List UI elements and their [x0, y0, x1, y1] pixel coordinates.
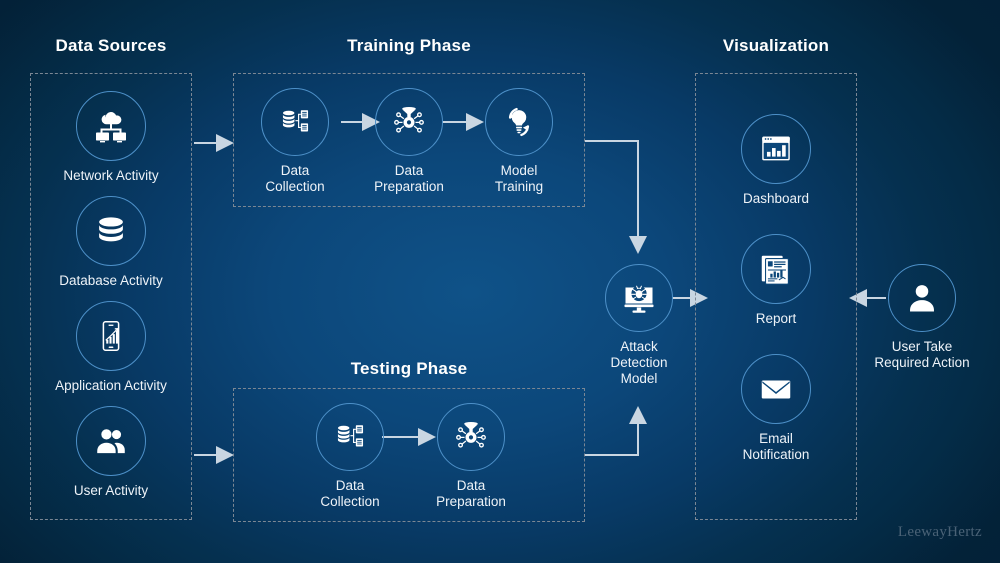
watermark: LeewayHertz	[897, 524, 982, 540]
node-label: Data Preparation	[436, 478, 506, 509]
network-activity-icon	[76, 91, 146, 161]
node-application-activity[interactable]: Application Activity	[30, 301, 192, 394]
svg-text:$: $	[768, 262, 772, 268]
arrow-testing-to-model	[585, 406, 647, 456]
panel-data-sources	[30, 73, 192, 520]
node-label: Attack Detection Model	[610, 339, 668, 386]
node-label: Data Collection	[320, 478, 380, 509]
node-label: Application Activity	[55, 378, 167, 393]
node-email-notification[interactable]: Email Notification	[695, 354, 857, 463]
node-label: Report	[755, 311, 797, 326]
mobile-app-chart-icon	[76, 301, 146, 371]
node-network-activity[interactable]: Network Activity	[30, 91, 192, 184]
node-label: User Activity	[73, 483, 149, 498]
node-user-take-required-action[interactable]: User Take Required Action	[862, 264, 982, 371]
data-collection-icon	[316, 403, 384, 471]
email-icon	[741, 354, 811, 424]
node-attack-detection-model[interactable]: Attack Detection Model	[592, 264, 686, 387]
node-testing-data-collection[interactable]: Data Collection	[304, 403, 396, 510]
section-title-visualization: Visualization	[722, 36, 830, 55]
node-database-activity[interactable]: Database Activity	[30, 196, 192, 289]
data-collection-icon	[261, 88, 329, 156]
user-icon	[888, 264, 956, 332]
node-label: Dashboard	[742, 191, 810, 206]
node-dashboard[interactable]: Dashboard	[695, 114, 857, 207]
section-title-training-phase: Training Phase	[347, 36, 471, 55]
node-report[interactable]: $ Report	[695, 234, 857, 327]
users-icon	[76, 406, 146, 476]
node-label: Database Activity	[59, 273, 163, 288]
node-label: Data Preparation	[374, 163, 444, 194]
section-title-testing-phase: Testing Phase	[350, 359, 468, 378]
section-title-data-sources: Data Sources	[55, 36, 167, 55]
node-label: User Take Required Action	[874, 339, 970, 370]
monitor-bug-icon	[605, 264, 673, 332]
panel-training-phase	[233, 73, 585, 207]
data-preparation-icon	[437, 403, 505, 471]
node-training-data-collection[interactable]: Data Collection	[249, 88, 341, 195]
node-label: Email Notification	[742, 431, 810, 462]
node-model-training[interactable]: Model Training	[473, 88, 565, 195]
panel-testing-phase	[233, 388, 585, 522]
database-icon	[76, 196, 146, 266]
node-label: Network Activity	[63, 168, 159, 183]
node-user-activity[interactable]: User Activity	[30, 406, 192, 499]
arrow-training-to-model	[585, 140, 647, 254]
node-label: Model Training	[494, 163, 544, 194]
node-training-data-preparation[interactable]: Data Preparation	[363, 88, 455, 195]
model-training-icon	[485, 88, 553, 156]
data-preparation-icon	[375, 88, 443, 156]
dashboard-icon	[741, 114, 811, 184]
panel-visualization	[695, 73, 857, 520]
node-label: Data Collection	[265, 163, 325, 194]
node-testing-data-preparation[interactable]: Data Preparation	[425, 403, 517, 510]
report-icon: $	[741, 234, 811, 304]
